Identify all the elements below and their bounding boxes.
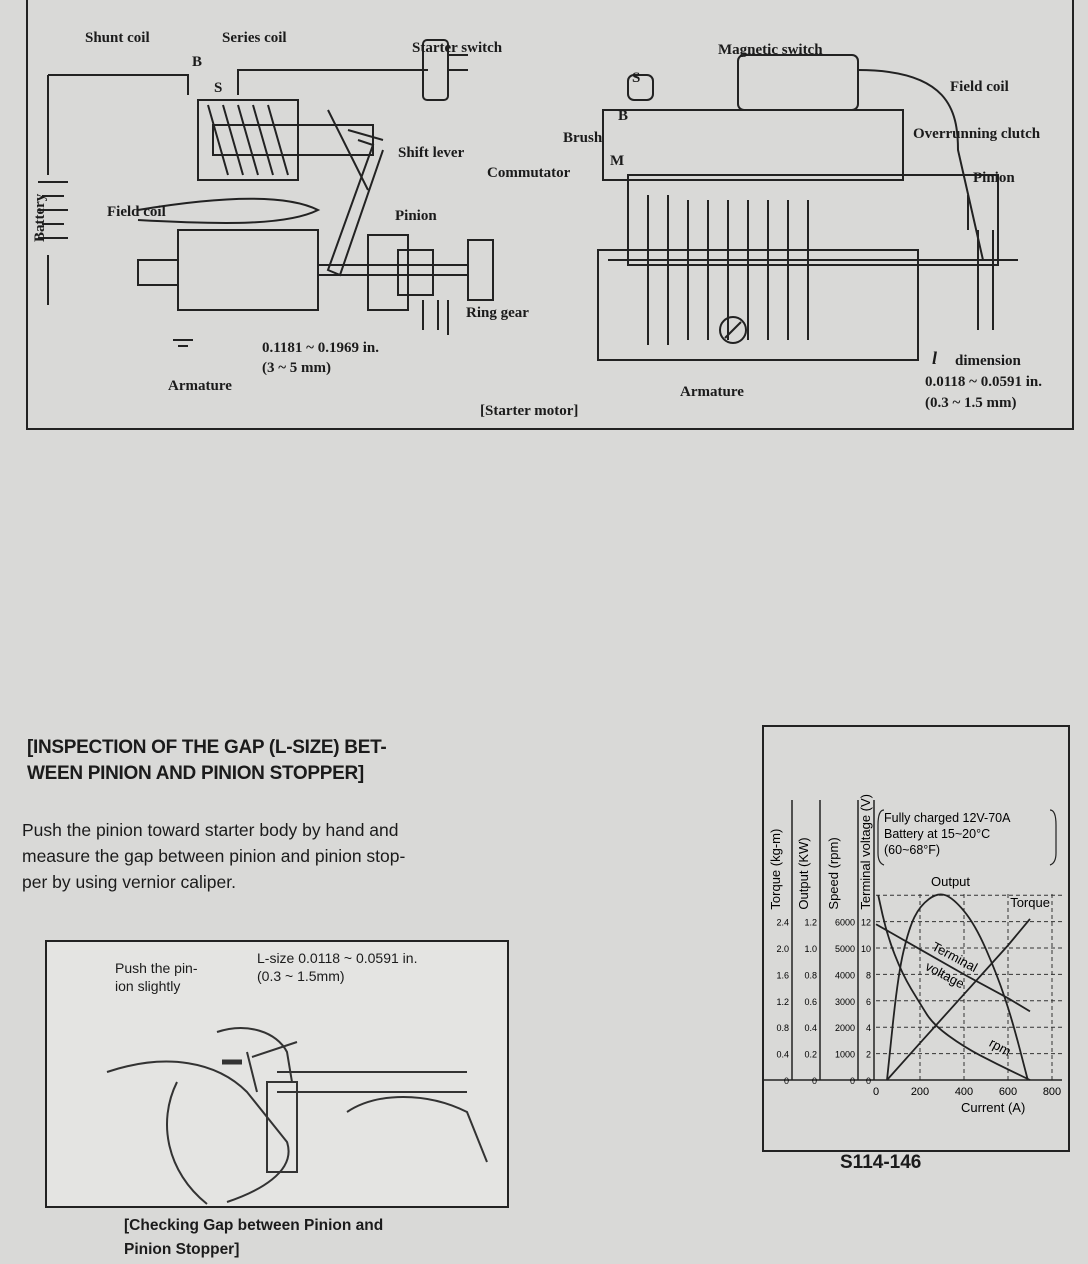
label-commutator: Commutator (487, 165, 571, 181)
y-tick-label: 0.2 (804, 1050, 817, 1060)
para-line-3: per by using vernior caliper. (22, 872, 236, 892)
x-tick-label: 200 (911, 1086, 929, 1098)
y-tick-label: 3000 (835, 997, 855, 1007)
label-dim-in: 0.0118 ~ 0.0591 in. (925, 374, 1042, 390)
heading-line-2: WEEN PINION AND PINION STOPPER] (27, 763, 364, 784)
photo-caption: [Checking Gap between Pinion and Pinion … (124, 1214, 383, 1262)
y-tick-label: 4000 (835, 970, 855, 980)
y-tick-label: 1000 (835, 1050, 855, 1060)
label-l: l (932, 348, 938, 368)
caption-line-1: [Checking Gap between Pinion and (124, 1217, 384, 1234)
photo-frame: Push the pin- ion slightly L-size 0.0118… (45, 940, 509, 1208)
label-b: B (192, 54, 203, 70)
x-tick-label: 0 (873, 1086, 879, 1098)
annotation-bracket-right (1049, 809, 1057, 866)
series-label-output: Output (931, 874, 970, 889)
label-shift-lever: Shift lever (398, 145, 465, 161)
caption-line-2: Pinion Stopper] (124, 1241, 240, 1258)
starter-diagram-frame (26, 0, 1074, 430)
para-line-1: Push the pinion toward starter body by h… (22, 820, 399, 840)
caliper-photo (106, 1027, 488, 1205)
y-axis-label: Speed (rpm) (826, 837, 841, 909)
y-tick-label: 2000 (835, 1023, 855, 1033)
label-dim-mm: (0.3 ~ 1.5 mm) (925, 395, 1017, 411)
y-tick-label: 0 (866, 1076, 871, 1086)
label-dimension: dimension (955, 353, 1021, 369)
x-tick-label: 600 (999, 1086, 1017, 1098)
instruction-paragraph: Push the pinion toward starter body by h… (22, 817, 542, 895)
y-tick-label: 0 (812, 1076, 817, 1086)
annotation-line: Fully charged 12V-70A (884, 811, 1011, 825)
label-shunt-coil: Shunt coil (85, 30, 150, 46)
label-m: M (610, 153, 625, 169)
label-brush: Brush (563, 130, 603, 146)
y-tick-label: 0.8 (804, 970, 817, 980)
label-magnetic-switch: Magnetic switch (718, 42, 823, 58)
y-tick-label: 0.8 (776, 1023, 789, 1033)
section-heading: [INSPECTION OF THE GAP (L-SIZE) BET- WEE… (27, 735, 387, 787)
y-tick-label: 12 (861, 918, 871, 928)
y-tick-label: 8 (866, 970, 871, 980)
label-series-coil: Series coil (222, 30, 287, 46)
y-tick-label: 2 (866, 1050, 871, 1060)
y-tick-label: 1.0 (804, 944, 817, 954)
series-output (886, 893, 1029, 1081)
y-tick-label: 5000 (835, 944, 855, 954)
y-axis-label: Torque (kg-m) (768, 829, 783, 910)
series-label-rpm: rpm (987, 1035, 1014, 1059)
figure-id: S114-146 (840, 1152, 922, 1173)
label-starter-switch: Starter switch (412, 40, 503, 56)
x-tick-label: 400 (955, 1086, 973, 1098)
y-tick-label: 1.6 (776, 970, 789, 980)
y-tick-label: 2.4 (776, 918, 789, 928)
label-field-coil-2: Field coil (950, 79, 1009, 95)
series-terminal-voltage (875, 923, 1031, 1013)
y-tick-label: 0.6 (804, 997, 817, 1007)
para-line-2: measure the gap between pinion and pinio… (22, 846, 406, 866)
label-ring-gear: Ring gear (466, 305, 529, 321)
annotation-line: (60~68°F) (884, 843, 940, 857)
series-rpm (877, 895, 1031, 1081)
chart-frame (762, 725, 1070, 1152)
y-tick-label: 0.4 (804, 1023, 817, 1033)
y-tick-label: 0.4 (776, 1050, 789, 1060)
annotation-line: Battery at 15~20°C (884, 827, 990, 841)
heading-line-1: [INSPECTION OF THE GAP (L-SIZE) BET- (27, 737, 387, 758)
y-axis-label: Output (KW) (796, 837, 811, 909)
y-tick-label: 1.2 (804, 918, 817, 928)
x-tick-label: 800 (1043, 1086, 1061, 1098)
lsize-label-2: (0.3 ~ 1.5mm) (257, 968, 345, 984)
y-tick-label: 10 (861, 944, 871, 954)
y-tick-label: 1.2 (776, 997, 789, 1007)
y-tick-label: 6 (866, 997, 871, 1007)
label-s2: S (632, 70, 641, 86)
label-starter-motor: [Starter motor] (480, 403, 579, 419)
y-tick-label: 0 (850, 1076, 855, 1086)
x-axis-label: Current (A) (961, 1100, 1025, 1115)
label-gap-mm: (3 ~ 5 mm) (262, 360, 332, 376)
starter-diagram-drawing (38, 39, 1018, 361)
label-overrunning-clutch: Overrunning clutch (913, 126, 1041, 142)
y-tick-label: 6000 (835, 918, 855, 928)
push-label-2: ion slightly (115, 978, 181, 994)
series-label-torque: Torque (1010, 895, 1050, 910)
label-b2: B (618, 108, 629, 124)
annotation-bracket-left (877, 809, 885, 866)
label-pinion-2: Pinion (973, 170, 1015, 186)
y-tick-label: 2.0 (776, 944, 789, 954)
y-axis-label: Terminal voltage (V) (858, 794, 873, 910)
label-gap-in: 0.1181 ~ 0.1969 in. (262, 340, 379, 356)
label-field-coil: Field coil (107, 204, 166, 220)
y-tick-label: 0 (784, 1076, 789, 1086)
label-battery: Battery (32, 193, 48, 242)
series-torque (886, 918, 1031, 1081)
label-pinion: Pinion (395, 208, 437, 224)
label-armature-2: Armature (680, 384, 744, 400)
label-armature: Armature (168, 378, 232, 394)
label-s: S (214, 80, 223, 96)
push-label-1: Push the pin- (115, 960, 198, 976)
lsize-label-1: L-size 0.0118 ~ 0.0591 in. (257, 950, 418, 966)
y-tick-label: 4 (866, 1023, 871, 1033)
